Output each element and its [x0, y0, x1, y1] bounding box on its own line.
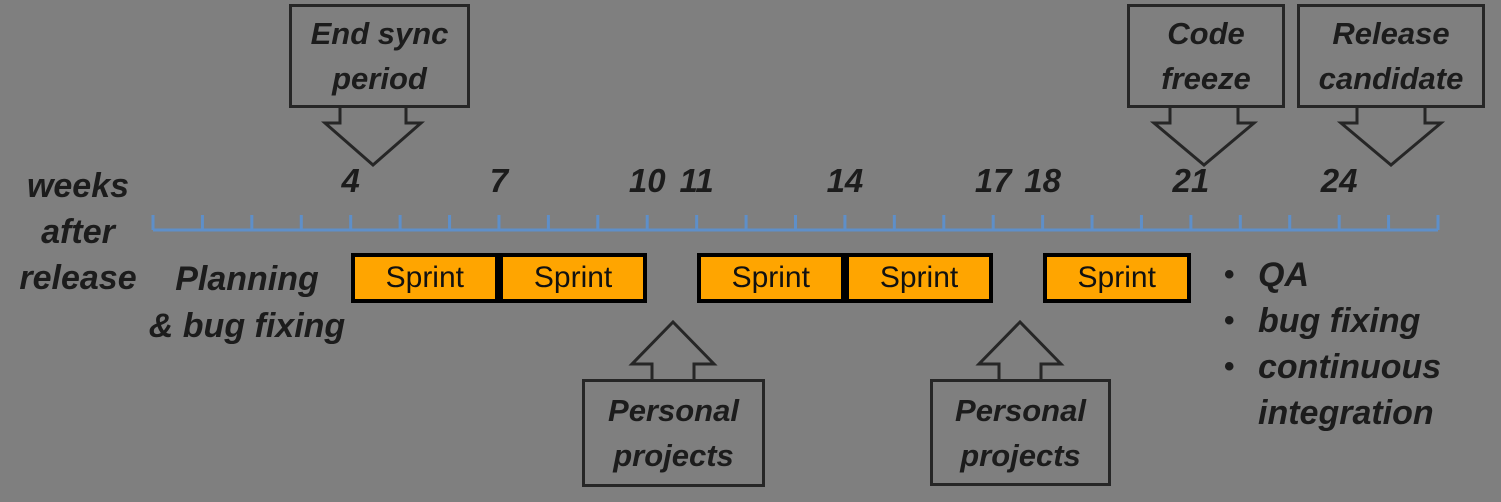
week-label-4: 4 [341, 162, 360, 199]
callout-personal-projects-2: Personal projects [930, 379, 1111, 486]
callout-end-sync-period: End sync period [289, 4, 470, 108]
bullet-text: bug fixing [1258, 302, 1421, 340]
code-freeze-arrow-icon [1149, 104, 1259, 167]
planning-line1: Planning [175, 260, 319, 298]
bullet-text: QA [1258, 256, 1309, 294]
personal-projects-2-arrow-icon [975, 319, 1065, 383]
sprint-box-label: Sprint [533, 261, 613, 294]
week-label-7: 7 [489, 162, 509, 199]
week-label-14: 14 [826, 162, 864, 199]
callout-release-candidate-line1: Release [1332, 16, 1450, 51]
sprint-box-label: Sprint [385, 261, 464, 294]
axis-label-line3: release [19, 259, 137, 297]
callout-release-candidate: Release candidate [1297, 4, 1485, 108]
sprint-box-5: Sprint [1042, 253, 1191, 303]
sprint-box-3: Sprint [696, 253, 845, 303]
callout-personal-projects-2-line1: Personal [955, 392, 1086, 428]
timeline-axis [151, 215, 1440, 232]
week-label-18: 18 [1024, 162, 1061, 199]
personal-projects-1-arrow-icon [628, 319, 718, 383]
axis-label-weeks-after-release: weeks after release [2, 163, 154, 301]
planning-line2: & bug fixing [148, 307, 346, 345]
callout-release-candidate-line2: candidate [1318, 61, 1464, 96]
bullet-item-3: • continuous integration [1222, 344, 1441, 436]
bullet-dot-icon: • [1224, 350, 1235, 383]
bullet-item-1: • QA [1222, 252, 1437, 298]
callout-personal-projects-2-line2: projects [960, 437, 1081, 473]
week-label-10: 10 [628, 162, 666, 199]
sprint-box-2: Sprint [498, 253, 648, 303]
callout-code-freeze-line2: freeze [1161, 61, 1251, 96]
bullet-item-2: • bug fixing [1222, 298, 1437, 344]
week-label-21: 21 [1172, 162, 1210, 199]
week-label-24: 24 [1320, 162, 1358, 199]
sprint-box-label: Sprint [1077, 261, 1156, 294]
callout-personal-projects-1-line2: projects [613, 438, 734, 473]
callout-end-sync-line1: End sync [310, 16, 449, 51]
week-label-17: 17 [974, 162, 1012, 199]
bullet-text: continuous integration [1258, 348, 1442, 432]
callout-code-freeze-line1: Code [1167, 16, 1245, 51]
callout-code-freeze: Code freeze [1127, 4, 1285, 108]
sprint-box-label: Sprint [731, 261, 810, 294]
planning-phase-label: Planning & bug fixing [122, 256, 372, 350]
sprint-box-1: Sprint [350, 253, 499, 303]
axis-label-line2: after [41, 213, 115, 251]
sprint-box-label: Sprint [879, 261, 959, 294]
callout-end-sync-line2: period [332, 61, 427, 96]
callout-personal-projects-1: Personal projects [582, 379, 765, 487]
bullet-dot-icon: • [1224, 258, 1235, 291]
bullet-dot-icon: • [1224, 304, 1235, 337]
sprint-box-4: Sprint [844, 253, 994, 303]
release-candidate-arrow-icon [1336, 104, 1446, 167]
end-sync-arrow-icon [321, 104, 425, 167]
axis-label-line1: weeks [26, 167, 130, 205]
callout-personal-projects-1-line1: Personal [608, 393, 739, 428]
week-label-11: 11 [679, 162, 714, 199]
end-phase-bullet-list: • QA • bug fixing • continuous integration [1222, 252, 1441, 436]
